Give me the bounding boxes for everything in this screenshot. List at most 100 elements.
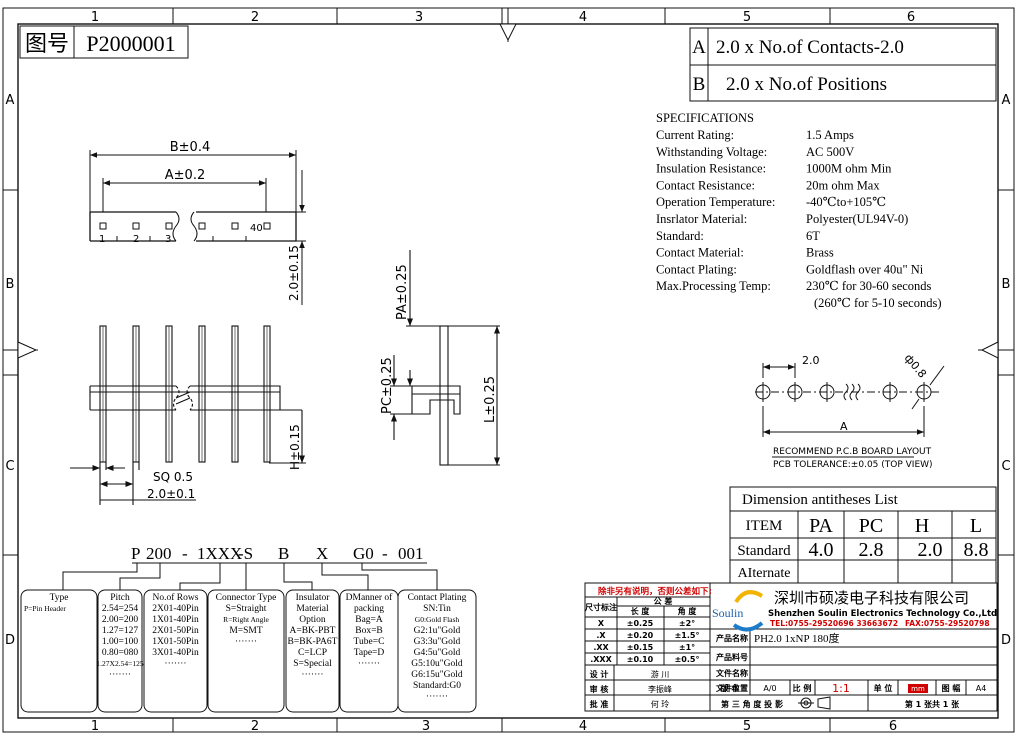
tol-len: ±0.15	[627, 643, 654, 652]
col-label: 6	[907, 10, 915, 25]
dim-pitch-label: 2.0±0.1	[147, 487, 195, 501]
code-box-line: Bag=A	[355, 615, 383, 625]
review-value: 李振峰	[648, 684, 672, 694]
code-box-line: G2:1u"Gold	[414, 626, 461, 636]
dim-b-label: B±0.4	[170, 140, 211, 155]
code-box-line: G4:5u"Gold	[414, 648, 461, 658]
code-box-line: Tube=C	[354, 637, 385, 647]
col-label: 2	[251, 719, 259, 734]
code-box-line: ·······	[358, 659, 380, 669]
projection-label: 第 三 角 度 投 影	[721, 699, 783, 709]
spec-label: Max.Processing Temp:	[656, 279, 771, 293]
col-label: 5	[743, 10, 751, 25]
spec-value: Polyester(UL94V-0)	[806, 212, 908, 226]
tol-len: ±0.25	[627, 619, 654, 628]
tol-key: .XX	[593, 643, 609, 652]
dim-header: H	[915, 515, 929, 537]
spec-value: Goldflash over 40u" Ni	[806, 262, 924, 276]
col-label: 6	[889, 719, 897, 734]
approve-value: 何 玲	[651, 699, 670, 709]
top-view-labels: B±0.4 A±0.2 1 2 3 40 2.0±0.15	[99, 140, 301, 301]
product-name-value: PH2.0 1xNP 180度	[754, 631, 839, 645]
dimension-notes: A 2.0 x No.of Contacts-2.0 B 2.0 x No.of…	[689, 27, 997, 102]
projection-symbol-icon	[798, 696, 831, 710]
unit-value: mm	[911, 685, 925, 693]
code-box-line: M=SMT	[229, 626, 263, 636]
code-segment: 200	[146, 544, 172, 563]
part-code-leaders	[20, 562, 477, 713]
spec-label: Contact Plating:	[656, 262, 737, 276]
top-view	[89, 150, 306, 305]
code-box-title: Pitch	[110, 593, 130, 603]
code-segment: X	[316, 544, 328, 563]
code-box-line: 1.00=100	[102, 637, 138, 647]
code-box-line: ·······	[235, 637, 257, 647]
spec-label: Withstanding Voltage:	[656, 145, 767, 159]
spec-label: Current Rating:	[656, 128, 734, 142]
spec-label: Insrlator Material:	[656, 212, 747, 226]
size-sheet-value: A4	[976, 684, 987, 693]
tolerance-warning: 除非另有说明，否则公差如下:	[598, 586, 712, 597]
review-label: 审 核	[590, 684, 609, 694]
company-name-en: Shenzhen Soulin Electronics Technology C…	[768, 609, 997, 619]
dim-cell: 2.8	[859, 539, 884, 561]
code-box-line: G5:10u"Gold	[411, 659, 463, 669]
spec-label: Insulation Resistance:	[656, 162, 766, 176]
dim-a-label: A±0.2	[165, 168, 205, 183]
spec-label: Contact Material:	[656, 246, 744, 260]
centering-marks	[3, 8, 1014, 359]
code-segment: P	[131, 544, 140, 563]
col-label: 1	[91, 719, 99, 734]
version-label: 版 本	[720, 683, 740, 693]
code-box-line: G3:3u"Gold	[414, 637, 461, 647]
dim-cell: Standard	[737, 543, 791, 559]
code-segment: B	[278, 544, 289, 563]
size-sheet-label: 图 幅	[942, 683, 961, 693]
pcb-a-label: A	[840, 420, 848, 433]
spec-value: Brass	[806, 246, 834, 260]
spec-value: (260℃ for 5-10 seconds)	[814, 296, 942, 310]
unit-label: 单 位	[874, 683, 893, 693]
code-box-line: 1.27X2.54=125	[96, 659, 143, 668]
spec-value: 6T	[806, 229, 820, 243]
tol-len: ±0.10	[627, 655, 654, 664]
col-label: 3	[415, 10, 423, 25]
code-box-line: ·······	[109, 670, 131, 680]
pcb-tolerance: PCB TOLERANCE:±0.05 (TOP VIEW)	[773, 460, 933, 470]
specifications: SPECIFICATIONS Current Rating:1.5 AmpsWi…	[656, 111, 942, 310]
drawing-number-code: P2000001	[86, 31, 175, 56]
col-label: 5	[743, 719, 751, 734]
side-view-labels: PA±0.25 PC±0.25 L±0.25	[380, 264, 498, 423]
code-segment: 001	[398, 544, 424, 563]
row-label: C	[5, 459, 14, 474]
code-box-title: Type	[50, 593, 69, 603]
dim-header: ITEM	[746, 518, 783, 534]
company-logo: Soulin	[712, 590, 764, 632]
front-view	[70, 325, 306, 505]
code-box-line: 2.54=254	[102, 604, 138, 614]
code-box-line: ·······	[164, 659, 186, 669]
dimension-list-title: Dimension antitheses List	[742, 492, 899, 508]
size-label: 尺寸标注	[585, 602, 617, 612]
tol-key: .XXX	[590, 655, 612, 664]
col-label: 4	[579, 10, 587, 25]
sheet-text: 第 1 张共 1 张	[905, 699, 960, 709]
tol-len: ±0.20	[627, 631, 654, 640]
pcb-caption: RECOMMEND P.C.B BOARD LAYOUT	[773, 447, 932, 457]
design-value: 游 川	[651, 669, 670, 679]
code-box-line: C=LCP	[298, 648, 327, 658]
pcb-pitch-label: 2.0	[802, 354, 820, 367]
note-a-key: A	[692, 37, 706, 58]
file-name-label: 文件名称	[716, 668, 748, 678]
code-segment: -	[382, 544, 388, 563]
unit-badge	[908, 684, 928, 693]
code-segment: G0	[353, 544, 374, 563]
part-code: P 200 - 1XXX -S B X G0 - 001	[131, 544, 424, 563]
tol-ang: ±1°	[679, 643, 695, 652]
code-box-title: Connector Type	[216, 593, 277, 603]
col-label: 4	[579, 719, 587, 734]
